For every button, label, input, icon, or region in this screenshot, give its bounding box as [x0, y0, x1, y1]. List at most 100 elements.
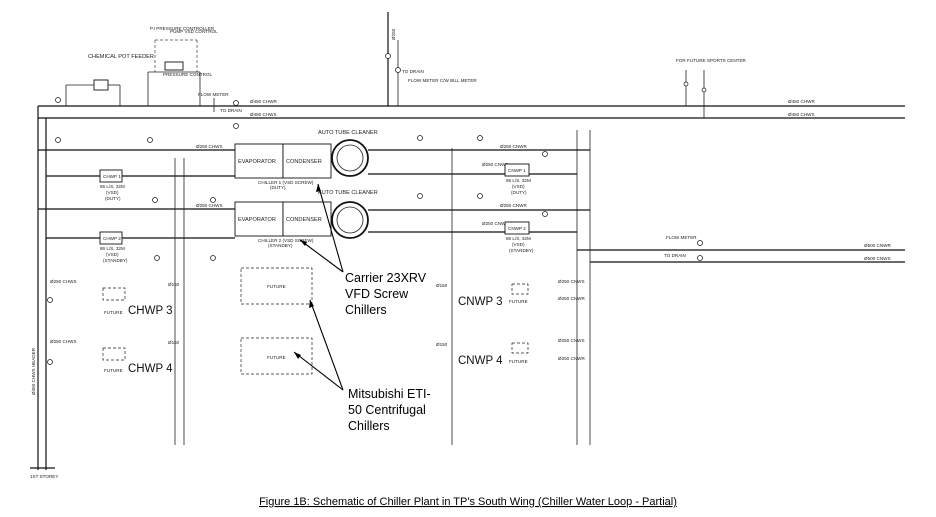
- pressure-control-label: PRESSURE CONTROL: [163, 72, 212, 77]
- pipe-label-chws-right: Ø450 CHWS: [788, 112, 815, 117]
- cnwr-label-row2: Ø250 CNWR: [500, 203, 527, 208]
- chw-supply-row-1: Ø250 CHWS CHWP 1 86 L/S, 32M (VSD) (DUTY…: [38, 144, 235, 201]
- pump-vsd-control-label: PUMP VSD CONTROL: [170, 29, 218, 34]
- auto-tube-cleaner-1-label: AUTO TUBE CLEANER: [318, 130, 378, 136]
- future-chiller-4: [240, 337, 313, 375]
- cnwp1-duty: (DUTY): [511, 190, 527, 195]
- chwp2-vsd: (VSD): [106, 252, 119, 257]
- chwp2-spec: 86 L/S, 32M: [100, 246, 125, 251]
- future-chillers: FUTURE FUTURE: [240, 267, 313, 375]
- chwp4-pipe: Ø150: [168, 340, 180, 345]
- riser-center: Ø250 TO DRAIN FLOW METER C/W BILL METER: [385, 12, 477, 106]
- chwp3-chws: Ø250 CHWS: [50, 279, 77, 284]
- cnwp2-spec: 86 L/S, 32M: [506, 236, 531, 241]
- flow-meter-label-top: FLOW METER: [198, 92, 229, 97]
- chw-supply-row-2: Ø250 CHWS CHWP 2 86 L/S, 32M (VSD) (STAN…: [38, 203, 235, 263]
- chwp1-spec: 86 L/S, 32M: [100, 184, 125, 189]
- cnwp4-cnws: Ø250 CNWS: [558, 338, 585, 343]
- mitsubishi-callout-line2: 50 Centrifugal: [348, 403, 426, 417]
- evaporator-2: [234, 201, 284, 237]
- cnwp2-pump: [504, 221, 530, 235]
- chwp3-label: CHWP 3: [128, 305, 173, 317]
- cnwp1-vsd: (VSD): [512, 184, 525, 189]
- chwp2-label: CHWP 2: [103, 236, 121, 241]
- cnwp1-label: CNWP 1: [508, 168, 526, 173]
- chemical-pot-feeder-label: CHEMICAL POT FEEDER: [88, 54, 154, 60]
- cnwp4-future-label: FUTURE: [509, 359, 528, 364]
- riser-label: Ø250: [391, 28, 396, 40]
- to-drain-label-top: TO DRAIN: [220, 108, 242, 113]
- auto-tube-cleaner-2-label: AUTO TUBE CLEANER: [318, 190, 378, 196]
- storey-marker: 1ST STOREY: [30, 467, 58, 479]
- chwp1-duty: (DUTY): [105, 196, 121, 201]
- future-chwp: FUTURE CHWP 3 FUTURE CHWP 4 Ø150 Ø150 Ø2…: [50, 279, 180, 375]
- chiller-1: EVAPORATOR CONDENSER CHILLER 1 (VSD SCRE…: [234, 130, 378, 190]
- cnwp1-pump: [504, 163, 530, 177]
- carrier-callout-line3: Chillers: [345, 303, 387, 317]
- mitsubishi-callout: Mitsubishi ETI- 50 Centrifugal Chillers: [293, 299, 431, 433]
- cnws-label-row2: Ø250 CNWS: [482, 221, 509, 226]
- chwp4-label: CHWP 4: [128, 363, 173, 375]
- evaporator-2-label: EVAPORATOR: [238, 217, 276, 223]
- carrier-callout-line2: VFD Screw: [345, 287, 409, 301]
- chwp3-future-label: FUTURE: [104, 310, 123, 315]
- to-drain-label-center: TO DRAIN: [402, 69, 424, 74]
- condenser-1-label: CONDENSER: [286, 159, 322, 165]
- pressure-controller-label: P.I PRESSURE CONTROLLER: [150, 26, 215, 31]
- cnwp3-cnwr: Ø250 CNWR: [558, 296, 585, 301]
- mitsubishi-callout-line1: Mitsubishi ETI-: [348, 387, 431, 401]
- chwp4-chws: Ø250 CHWS: [50, 339, 77, 344]
- carrier-callout-line1: Carrier 23XRV: [345, 271, 427, 285]
- flow-meter-bill-label: FLOW METER C/W BILL METER: [408, 78, 477, 83]
- cnwp4-pipe: Ø150: [436, 342, 448, 347]
- storey-label: 1ST STOREY: [30, 474, 58, 479]
- chws-label-row2: Ø250 CHWS: [196, 203, 223, 208]
- cnwp2-standby: (STANDBY): [509, 248, 534, 253]
- cnwp4-label: CNWP 4: [458, 355, 503, 367]
- figure-caption: Figure 1B: Schematic of Chiller Plant in…: [259, 496, 677, 508]
- future-sports-center-label: FOR FUTURE SPORTS CENTER: [676, 58, 747, 63]
- chwp2-standby: (STANDBY): [103, 258, 128, 263]
- future-sports-center: FOR FUTURE SPORTS CENTER: [676, 58, 747, 118]
- cnwp1-spec: 86 L/S, 32M: [506, 178, 531, 183]
- pipe-label-chws-top: Ø450 CHWS: [250, 112, 277, 117]
- cnw-row-2: Ø250 CNWR Ø250 CNWS CNWP 2 86 L/S, 32M (…: [368, 203, 590, 253]
- chiller1-duty: (DUTY): [270, 185, 286, 190]
- cnwp3-pipe: Ø150: [436, 283, 448, 288]
- cnw-row-1: Ø250 CNWR Ø250 CNWS CNWP 1 86 L/S, 32M (…: [368, 144, 590, 195]
- instruments: [47, 135, 548, 365]
- condenser-1: [282, 143, 332, 179]
- future-cnwp: CNWP 3 FUTURE CNWP 4 FUTURE Ø150 Ø150 Ø2…: [436, 279, 585, 367]
- cnwp4-cnwr: Ø250 CNWR: [558, 356, 585, 361]
- cnwr-label-row1: Ø250 CNWR: [500, 144, 527, 149]
- chwp2-pump: [99, 231, 123, 245]
- cnwp2-vsd: (VSD): [512, 242, 525, 247]
- future-chiller-4-label: FUTURE: [267, 355, 286, 360]
- chiller2-standby: (STANDBY): [268, 243, 293, 248]
- chemical-pot-feeder: CHEMICAL POT FEEDER: [55, 54, 154, 106]
- chws-label-row1: Ø250 CHWS: [196, 144, 223, 149]
- future-chiller-3-label: FUTURE: [267, 284, 286, 289]
- cnwr-500-label: Ø500 CNWR: [864, 243, 891, 248]
- chwp4-future-label: FUTURE: [104, 368, 123, 373]
- cnw-outgoing: Ø500 CNWR Ø500 CNWS FLOW METER TO DRAIN: [577, 235, 905, 263]
- chw-header-label: Ø450 CHWS HEADER: [31, 347, 36, 395]
- chiller-2: EVAPORATOR CONDENSER CHILLER 2 (VSD SCRE…: [234, 190, 378, 248]
- pressure-control: P.I PRESSURE CONTROLLER PUMP VSD CONTROL…: [147, 26, 242, 129]
- carrier-callout: Carrier 23XRV VFD Screw Chillers: [299, 183, 427, 317]
- chwp1-vsd: (VSD): [106, 190, 119, 195]
- mitsubishi-callout-line3: Chillers: [348, 419, 390, 433]
- main-headers: Ø450 CHWR Ø450 CHWS Ø450 CHWR Ø450 CHWS …: [31, 99, 905, 470]
- pipe-label-chwr-right: Ø450 CHWR: [788, 99, 815, 104]
- cnws-500-label: Ø500 CNWS: [864, 256, 891, 261]
- pipe-label-chwr-top: Ø450 CHWR: [250, 99, 277, 104]
- evaporator-1-label: EVAPORATOR: [238, 159, 276, 165]
- cnws-label-row1: Ø250 CNWS: [482, 162, 509, 167]
- cnwp2-label: CNWP 2: [508, 226, 526, 231]
- chwp1-label: CHWP 1: [103, 174, 121, 179]
- chwp3-pipe: Ø150: [168, 282, 180, 287]
- cnwp3-cnws: Ø250 CNWS: [558, 279, 585, 284]
- future-chiller-3: [240, 267, 313, 305]
- cnwp3-label: CNWP 3: [458, 296, 503, 308]
